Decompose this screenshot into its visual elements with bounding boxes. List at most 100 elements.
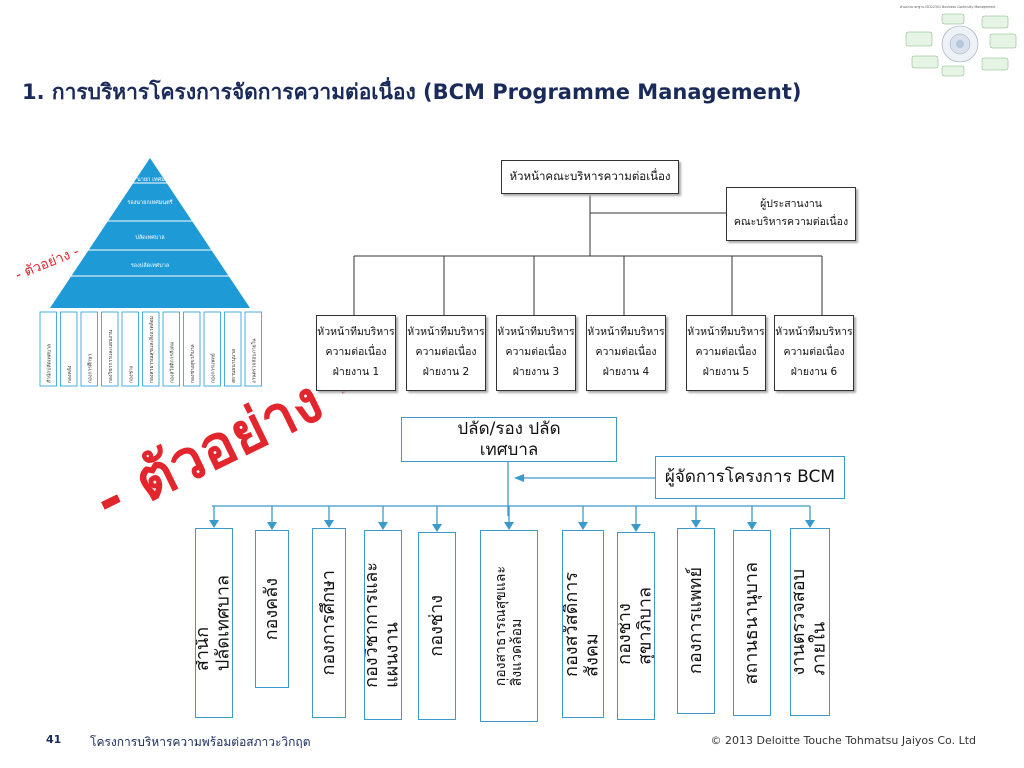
bcm-unit-label: กองสวัสดิการสังคม — [562, 571, 603, 677]
bcm-unit-box: กองการแพทย์ — [677, 528, 715, 714]
team-box-line: ฝ่ายงาน 1 — [332, 365, 380, 378]
bcm-unit-label: กองสาธารณสุขและสิ่งแวดล้อม — [492, 565, 525, 687]
thumbnail-caption: ตัวอย่างมาตรฐาน ISO22301 Business Contin… — [900, 5, 996, 9]
pyramid-unit-label: กองสวัสดิการสังคม — [168, 342, 175, 383]
pyramid-unit-label: กองสาธารณสุขและสิ่งแวดล้อม — [148, 316, 155, 383]
team-box: หัวหน้าทีมบริหารความต่อเนื่องฝ่ายงาน 6 — [774, 315, 854, 391]
bcm-arrowhead — [504, 522, 514, 530]
bcm-arrowhead — [805, 520, 815, 528]
bcm-unit-label: กองคลัง — [260, 577, 282, 641]
bcm-arrowhead — [432, 524, 442, 532]
pyramid-unit-label: กองช่างสุขาภิบาล — [189, 344, 196, 383]
bcm-head-label: หัวหน้าคณะบริหารความต่อเนื่อง — [509, 169, 671, 184]
team-box-line: ความต่อเนื่อง — [695, 346, 757, 359]
pyramid-unit-label: กองการศึกษา — [86, 354, 93, 383]
team-box-line: ฝ่ายงาน 6 — [790, 365, 838, 378]
bcm-unit-box: กองคลัง — [255, 530, 289, 688]
bcm-unit-label: กองช่างสุขาภิบาล — [617, 587, 655, 665]
pyramid-unit-box — [142, 311, 160, 387]
pyramid-unit-label: สำนักปลัดเทศบาล — [46, 344, 52, 383]
bcm-arrowhead — [747, 522, 757, 530]
bcm-arrowhead — [691, 520, 701, 528]
pyramid-level-1: นายก เทศมนตรี — [137, 176, 175, 183]
coordinator-box: ผู้ประสานงาน คณะบริหารความต่อเนื่อง — [726, 187, 856, 241]
bcm-manager-box: ผู้จัดการโครงการ BCM — [655, 456, 845, 499]
thumbnail-diagram: ตัวอย่างมาตรฐาน ISO22301 Business Contin… — [898, 2, 1022, 80]
copyright: © 2013 Deloitte Touche Tohmatsu Jaiyos C… — [710, 734, 976, 747]
pyramid-level-4: รองปลัดเทศบาล — [131, 262, 169, 269]
bcm-unit-label: งานตรวจสอบภายใน — [790, 568, 830, 676]
pyramid-unit-box — [80, 311, 98, 387]
pyramid-unit-box — [60, 311, 78, 387]
bcm-arrowhead — [631, 524, 641, 532]
bcm-unit-label: กองการศึกษา — [317, 570, 339, 676]
pyramid-org-chart: นายก เทศมนตรี รองนายกเทศมนตรี ปลัดเทศบาล… — [30, 158, 290, 388]
pyramid-unit-box — [224, 311, 242, 387]
pyramid-unit-box — [244, 311, 262, 387]
pyramid-unit-box — [101, 311, 119, 387]
bcm-unit-label: สำนักปลัดเทศบาล — [195, 574, 233, 672]
team-box-line: ความต่อเนื่อง — [783, 346, 845, 359]
bcm-unit-box: สำนักปลัดเทศบาล — [195, 528, 233, 718]
team-box-line: ความต่อเนื่อง — [325, 346, 387, 359]
team-box-line: หัวหน้าทีมบริหาร — [317, 326, 395, 339]
coordinator-line-1: ผู้ประสานงาน — [760, 198, 822, 211]
pyramid-unit-label: กองคลัง — [67, 365, 73, 383]
team-box-line: หัวหน้าทีมบริหาร — [587, 326, 665, 339]
team-box-line: ฝ่ายงาน 5 — [702, 365, 750, 378]
pyramid-unit-group: สำนักปลัดเทศบาลกองคลัง กองการศึกษา กองวิชา… — [39, 311, 262, 387]
bcm-unit-label: สถานธนานุบาล — [740, 561, 762, 685]
team-box: หัวหน้าทีมบริหารความต่อเนื่องฝ่ายงาน 1 — [316, 315, 396, 391]
team-box-line: หัวหน้าทีมบริหาร — [407, 326, 485, 339]
bcm-arrowhead — [378, 522, 388, 530]
team-box-line: ความต่อเนื่อง — [595, 346, 657, 359]
pyramid-level-2: รองนายกเทศมนตรี — [127, 199, 172, 206]
bcm-team-org-chart: หัวหน้าคณะบริหารความต่อเนื่อง ผู้ประสานง… — [310, 155, 870, 405]
pyramid-unit-box — [183, 311, 201, 387]
page-title: 1. การบริหารโครงการจัดการความต่อเนื่อง (… — [22, 80, 802, 104]
bcm-arrowhead — [578, 522, 588, 530]
coordinator-line-2: คณะบริหารความต่อเนื่อง — [733, 216, 849, 228]
team-box-line: หัวหน้าทีมบริหาร — [687, 326, 765, 339]
team-box: หัวหน้าทีมบริหารความต่อเนื่องฝ่ายงาน 2 — [406, 315, 486, 391]
team-box-line: ความต่อเนื่อง — [505, 346, 567, 359]
bcm-manager-label: ผู้จัดการโครงการ BCM — [664, 467, 836, 488]
pyramid-unit-label: กองการแพทย์ — [209, 353, 216, 383]
bcm-unit-box: กองสาธารณสุขและสิ่งแวดล้อม — [480, 530, 538, 722]
pyramid-unit-box — [203, 311, 221, 387]
pyramid-unit-box — [39, 311, 57, 387]
bcm-top-box: ปลัด/รอง ปลัดเทศบาล — [401, 417, 617, 462]
page-number: 41 — [46, 733, 62, 746]
pyramid-unit-label: งานตรวจสอบภายใน — [250, 338, 257, 383]
pyramid-unit-box — [162, 311, 180, 387]
bcm-unit-box: กองวิชาการและแผนงาน — [364, 530, 402, 720]
bcm-unit-box: กองการศึกษา — [312, 528, 346, 718]
team-box-line: ฝ่ายงาน 4 — [602, 365, 650, 378]
bcm-unit-label: กองช่าง — [425, 595, 447, 657]
footer-text: โครงการบริหารความพร้อมต่อสภาวะวิกฤต — [90, 735, 311, 749]
pyramid-unit-box — [121, 311, 139, 387]
pyramid-level-3: ปลัดเทศบาล — [135, 234, 164, 241]
bcm-unit-box: กองสวัสดิการสังคม — [562, 530, 604, 718]
team-box: หัวหน้าทีมบริหารความต่อเนื่องฝ่ายงาน 5 — [686, 315, 766, 391]
bcm-arrowhead — [209, 520, 219, 528]
bcm-arrowhead — [267, 522, 277, 530]
team-box-line: ฝ่ายงาน 2 — [422, 365, 470, 378]
bcm-top-label: ปลัด/รอง ปลัดเทศบาล — [457, 419, 561, 460]
bcm-unit-box: กองช่าง — [418, 532, 456, 720]
bcm-unit-label: กองวิชาการและแผนงาน — [364, 562, 402, 688]
team-box-line: ฝ่ายงาน 3 — [512, 365, 560, 378]
bcm-unit-box: งานตรวจสอบภายใน — [790, 528, 830, 716]
team-box: หัวหน้าทีมบริหารความต่อเนื่องฝ่ายงาน 4 — [586, 315, 666, 391]
pyramid-unit-label: กองวิชาการและแผนงาน — [107, 329, 114, 383]
bcm-unit-box: กองช่างสุขาภิบาล — [617, 532, 655, 720]
bcm-unit-label: กองการแพทย์ — [684, 567, 706, 675]
team-box-line: ความต่อเนื่อง — [415, 346, 477, 359]
team-box: หัวหน้าทีมบริหารความต่อเนื่องฝ่ายงาน 3 — [496, 315, 576, 391]
pyramid-unit-label: กองช่าง — [128, 365, 134, 383]
team-box-line: หัวหน้าทีมบริหาร — [497, 326, 575, 339]
team-box-line: หัวหน้าทีมบริหาร — [775, 326, 853, 339]
bcm-head-box: หัวหน้าคณะบริหารความต่อเนื่อง — [501, 160, 679, 194]
bcm-arrowhead — [324, 520, 334, 528]
